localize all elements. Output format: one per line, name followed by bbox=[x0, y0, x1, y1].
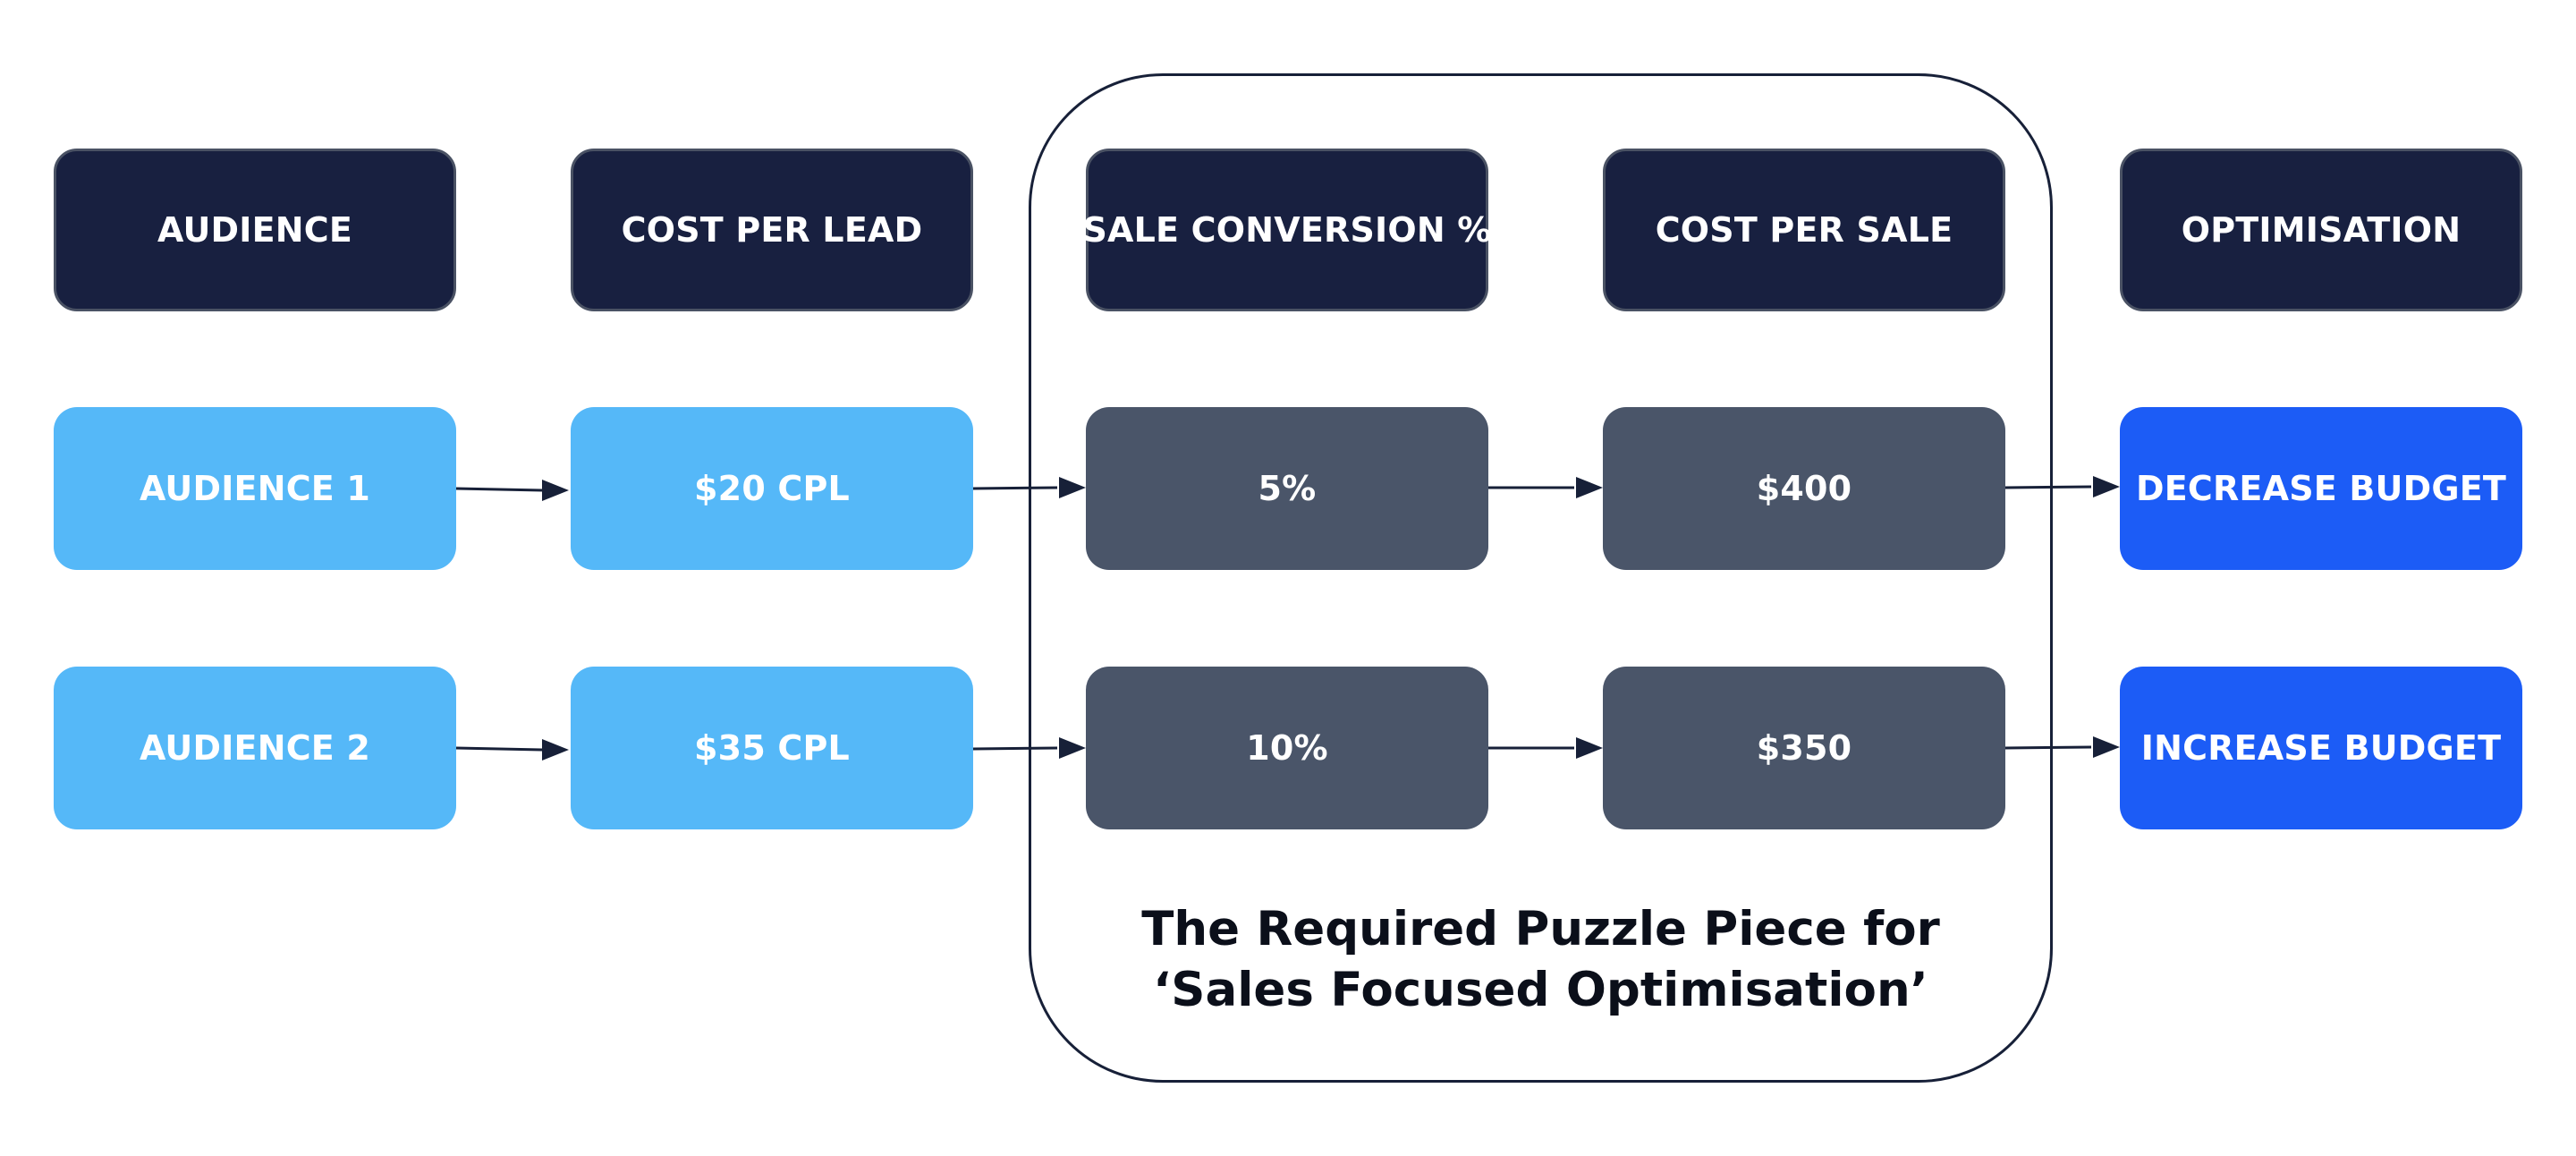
action-1-label: DECREASE BUDGET bbox=[2135, 469, 2506, 508]
audience-2-box: AUDIENCE 2 bbox=[54, 667, 456, 829]
arrowhead-6 bbox=[1059, 737, 1086, 759]
arrow-audience1-to-cpl1 bbox=[455, 487, 543, 492]
header-sale-conversion-label: SALE CONVERSION % bbox=[1082, 210, 1492, 250]
header-cost-per-lead: COST PER LEAD bbox=[571, 149, 973, 311]
header-sale-conversion: SALE CONVERSION % bbox=[1082, 149, 1491, 311]
arrowhead-3 bbox=[1576, 477, 1603, 498]
conversion-1-label: 5% bbox=[1258, 469, 1317, 508]
cost-per-sale-1-label: $400 bbox=[1756, 469, 1852, 508]
arrow-sale2-to-action2 bbox=[2004, 745, 2092, 750]
arrowhead-4 bbox=[2093, 476, 2120, 497]
arrowhead-1 bbox=[542, 480, 569, 501]
arrow-cpl2-to-conversion2 bbox=[972, 746, 1058, 751]
audience-1-box: AUDIENCE 1 bbox=[54, 407, 456, 570]
arrow-audience2-to-cpl2 bbox=[455, 746, 543, 752]
header-audience-label: AUDIENCE bbox=[157, 210, 352, 250]
header-audience: AUDIENCE bbox=[54, 149, 456, 311]
arrowhead-7 bbox=[1576, 737, 1603, 759]
cpl-1-box: $20 CPL bbox=[571, 407, 973, 570]
conversion-1-box: 5% bbox=[1086, 407, 1488, 570]
conversion-2-label: 10% bbox=[1246, 728, 1328, 768]
cpl-2-box: $35 CPL bbox=[571, 667, 973, 829]
audience-1-label: AUDIENCE 1 bbox=[139, 469, 371, 508]
caption-line-1: The Required Puzzle Piece for bbox=[1141, 902, 1940, 956]
caption-line-2: ‘Sales Focused Optimisation’ bbox=[1153, 963, 1928, 1017]
header-optimisation: OPTIMISATION bbox=[2120, 149, 2522, 311]
cpl-2-label: $35 CPL bbox=[694, 728, 850, 768]
arrow-cpl1-to-conversion1 bbox=[972, 486, 1058, 490]
arrowhead-2 bbox=[1059, 477, 1086, 498]
header-optimisation-label: OPTIMISATION bbox=[2181, 210, 2462, 250]
header-cost-per-lead-label: COST PER LEAD bbox=[621, 210, 923, 250]
group-caption: The Required Puzzle Piece for ‘Sales Foc… bbox=[1029, 899, 2053, 1021]
arrowhead-5 bbox=[542, 739, 569, 761]
cost-per-sale-1-box: $400 bbox=[1603, 407, 2005, 570]
cost-per-sale-2-box: $350 bbox=[1603, 667, 2005, 829]
conversion-2-box: 10% bbox=[1086, 667, 1488, 829]
action-2-label: INCREASE BUDGET bbox=[2140, 728, 2502, 768]
action-2-box: INCREASE BUDGET bbox=[2120, 667, 2522, 829]
header-cost-per-sale-label: COST PER SALE bbox=[1655, 210, 1953, 250]
arrowhead-8 bbox=[2093, 736, 2120, 758]
cpl-1-label: $20 CPL bbox=[694, 469, 850, 508]
header-cost-per-sale: COST PER SALE bbox=[1603, 149, 2005, 311]
action-1-box: DECREASE BUDGET bbox=[2120, 407, 2522, 570]
audience-2-label: AUDIENCE 2 bbox=[139, 728, 371, 768]
arrow-sale1-to-action1 bbox=[2004, 485, 2092, 489]
cost-per-sale-2-label: $350 bbox=[1756, 728, 1852, 768]
sales-focused-group-frame bbox=[1029, 73, 2053, 1083]
